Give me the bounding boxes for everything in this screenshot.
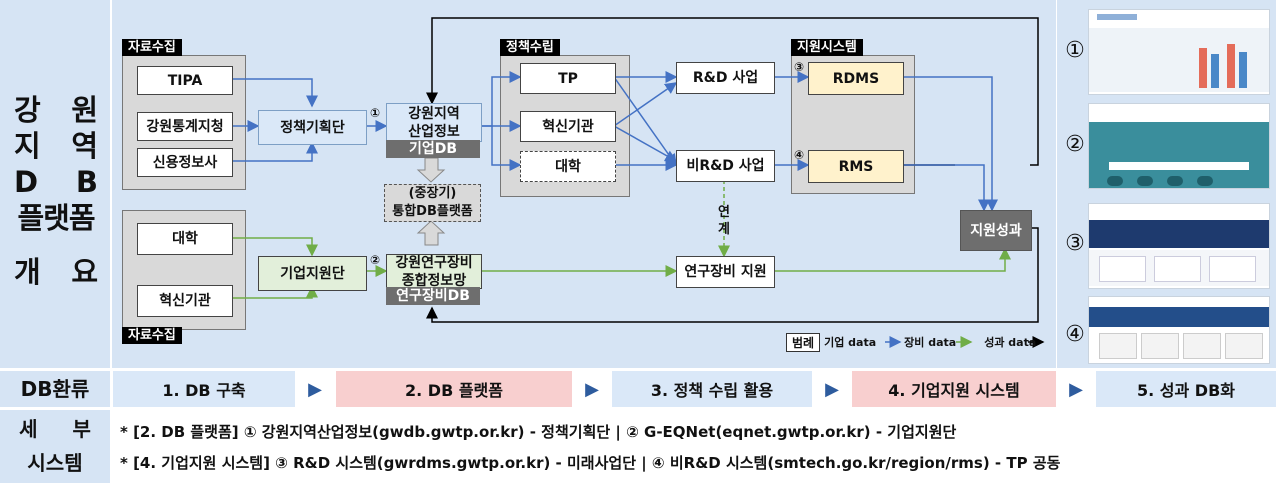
step-3: 3. 정책 수립 활용 <box>612 371 812 407</box>
gw-stat-node: 강원통계지청 <box>137 112 233 141</box>
thumbnail-2[interactable] <box>1088 103 1270 189</box>
thumb-marker-1: ① <box>1065 38 1085 63</box>
detail-line-1: * [2. DB 플랫폼] ① 강원지역산업정보(gwdb.gwtp.or.kr… <box>120 423 957 441</box>
legend-title: 범례 <box>786 332 821 352</box>
legend: 범례 기업 data 장비 data 성과 data <box>786 332 1037 352</box>
thumb-marker-3: ③ <box>1065 231 1085 256</box>
gw-equip-node: 강원연구장비 종합정보망 <box>386 254 482 289</box>
step-arrow-2: ▶ <box>585 378 599 400</box>
univ-collect-node: 대학 <box>137 223 233 255</box>
innov-collect-node: 혁신기관 <box>137 285 233 317</box>
collect-top-label: 자료수집 <box>122 39 182 56</box>
marker-2: ② <box>370 253 381 267</box>
step-arrow-4: ▶ <box>1069 378 1083 400</box>
detail-line-2: * [4. 기업지원 시스템] ③ R&D 시스템(gwrdms.gwtp.or… <box>120 454 1061 472</box>
flow-arrows <box>231 17 1045 348</box>
equip-support-node: 연구장비 지원 <box>676 256 775 288</box>
support-label: 지원시스템 <box>791 39 863 56</box>
equip-db-label: 연구장비DB <box>386 287 480 305</box>
legend-equip: 장비 data <box>904 336 957 349</box>
thumbnail-1[interactable] <box>1088 9 1270 95</box>
flow-row-label: DB환류 <box>0 371 110 407</box>
step-2: 2. DB 플랫폼 <box>336 371 572 407</box>
univ-policy-node: 대학 <box>520 151 616 182</box>
marker-3: ③ <box>794 60 805 74</box>
rdms-node: RDMS <box>808 62 904 95</box>
policy-team-node: 정책기획단 <box>258 110 367 145</box>
innov-policy-node: 혁신기관 <box>520 111 616 142</box>
support-team-node: 기업지원단 <box>258 256 367 291</box>
rms-node: RMS <box>808 150 904 183</box>
policy-label: 정책수립 <box>500 39 560 56</box>
legend-result: 성과 data <box>984 336 1037 349</box>
thumbnail-4[interactable] <box>1088 296 1270 364</box>
tp-node: TP <box>520 63 616 94</box>
legend-company: 기업 data <box>824 336 877 349</box>
tipa-node: TIPA <box>137 66 233 95</box>
gw-industry-node: 강원지역 산업정보 <box>386 103 482 142</box>
thumb-marker-4: ④ <box>1065 322 1085 347</box>
non-rnd-node: 비R&D 사업 <box>676 150 775 182</box>
thumbnail-3[interactable] <box>1088 203 1270 289</box>
step-4: 4. 기업지원 시스템 <box>852 371 1056 407</box>
left-title-panel <box>0 0 110 368</box>
step-5: 5. 성과 DB화 <box>1096 371 1276 407</box>
thumb-marker-2: ② <box>1065 132 1085 157</box>
credit-node: 신용정보사 <box>137 148 233 177</box>
step-1: 1. DB 구축 <box>113 371 295 407</box>
detail-row-label: 세 부 시스템 <box>0 410 110 483</box>
midterm-platform-node: (중장기) 통합DB플랫폼 <box>384 184 481 222</box>
marker-1: ① <box>370 106 381 120</box>
company-db-label: 기업DB <box>386 140 480 158</box>
collect-bottom-label: 자료수집 <box>122 327 182 344</box>
step-arrow-3: ▶ <box>825 378 839 400</box>
step-arrow-1: ▶ <box>308 378 322 400</box>
rnd-node: R&D 사업 <box>676 62 775 94</box>
marker-4: ④ <box>794 148 805 162</box>
result-node: 지원성과 <box>960 210 1032 251</box>
